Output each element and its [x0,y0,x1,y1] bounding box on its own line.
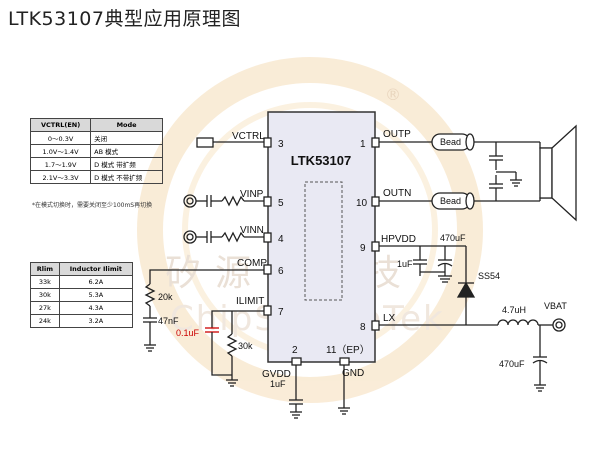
pin-hpvdd-num: 9 [360,243,366,254]
table-cell: 3.2A [58,314,134,328]
pin-ilimit-label: ILIMIT [236,296,264,307]
inductor [497,319,539,326]
pin-vinn-label: VINN [240,225,264,236]
table-cell: 0～0.3V [29,131,92,145]
table-cell: 2.1V～3.3V [29,170,92,184]
table-row: 33k 6.2A [30,275,134,289]
table-cell: 1.7～1.9V [29,157,92,171]
table-row: 30k 5.3A [30,288,134,302]
table-row: 0～0.3V 关闭 [29,131,163,145]
pin-comp-label: COMP [237,258,267,269]
table-cell: 24k [30,314,60,328]
pin-gvdd-label: GVDD [262,369,291,380]
diagram-title: LTK53107典型应用原理图 [8,8,241,30]
pin-vinp-label: VINP [240,189,264,200]
table-row: 1.0V～1.4V AB 模式 [29,144,163,158]
bead2-label: Bead [440,196,461,206]
c-hpvdd-small-label: 1uF [397,259,413,269]
rlim-header-r: Rlim [30,262,60,276]
pin-9 [371,241,380,252]
table-row: 2.1V～3.3V D 模式 不带扩频 [29,170,163,184]
r-comp-label: 20k [158,292,173,302]
pin-lx-num: 8 [360,322,366,333]
pin-hpvdd-label: HPVDD [381,234,416,245]
pin-vctrl-label: VCTRL [232,131,265,142]
pin-ilimit-num: 7 [278,307,284,318]
table-cell: 30k [30,288,60,302]
speaker-cone [551,124,577,222]
table-cell: 关闭 [90,131,163,145]
pin-outp-num: 1 [360,139,366,150]
bead1-label: Bead [440,137,461,147]
pin-8 [371,320,380,331]
pin-7 [263,305,272,316]
table-row: 27k 4.3A [30,301,134,315]
pin-vinp-num: 5 [278,198,284,209]
vctrl-connector [196,137,214,148]
table-cell: 4.3A [58,301,134,315]
diode-label: SS54 [478,271,500,281]
table-cell: D 模式 不带扩频 [90,170,163,184]
pin-comp-num: 6 [278,266,284,277]
vbat-terminal [552,318,566,332]
table-cell: 1.0V～1.4V [29,144,92,158]
pin-2 [291,357,302,366]
c-vbat-label: 470uF [499,359,525,369]
mode-table: VCTRL(EN) Mode 0～0.3V 关闭 1.0V～1.4V AB 模式… [29,118,163,184]
table-row: 1.7～1.9V D 模式 带扩频 [29,157,163,171]
pin-vinn-num: 4 [278,234,284,245]
mode-note: *在模式切换时，需要关闭至少100mS再切换 [32,202,153,209]
ic-body [267,111,376,363]
pin-5 [263,196,272,207]
table-cell: 27k [30,301,60,315]
pin-10 [371,196,380,207]
pin-vctrl-num: 3 [278,139,284,150]
pin-4 [263,232,272,243]
c-hpvdd-big-label: 470uF [440,233,466,243]
pin-gvdd-num: 2 [292,345,298,356]
mode-header-mode: Mode [90,118,163,132]
watermark-registered: ® [385,85,401,104]
inductor-label: 4.7uH [502,305,526,315]
pin-1 [371,137,380,148]
pin-11 [339,357,350,366]
vbat-label: VBAT [544,301,567,311]
pin-outn-label: OUTN [383,188,411,199]
pin-outn-num: 10 [356,198,368,209]
table-row: 24k 3.2A [30,314,134,328]
c-gvdd-label: 1uF [270,379,286,389]
pin-gnd-label: GND [342,368,364,379]
exposed-pad [304,181,343,301]
pin-outp-label: OUTP [383,129,411,140]
rlim-header-i: Inductor Ilimit [58,262,134,276]
rlim-table: Rlim Inductor Ilimit 33k 6.2A 30k 5.3A 2… [30,262,134,328]
table-cell: AB 模式 [90,144,163,158]
c-comp-label: 47nF [158,316,179,326]
pin-3 [263,137,272,148]
pin-gnd-num: 11（EP） [326,344,370,356]
pin-lx-label: LX [383,313,396,324]
r-ilimit-label: 30k [238,341,253,351]
table-cell: D 模式 带扩频 [90,157,163,171]
table-cell: 5.3A [58,288,134,302]
mode-header-vctrl: VCTRL(EN) [29,118,92,132]
table-cell: 33k [30,275,60,289]
table-cell: 6.2A [58,275,134,289]
chip-name: LTK53107 [291,153,351,168]
c-ilimit-label: 0.1uF [176,328,200,338]
